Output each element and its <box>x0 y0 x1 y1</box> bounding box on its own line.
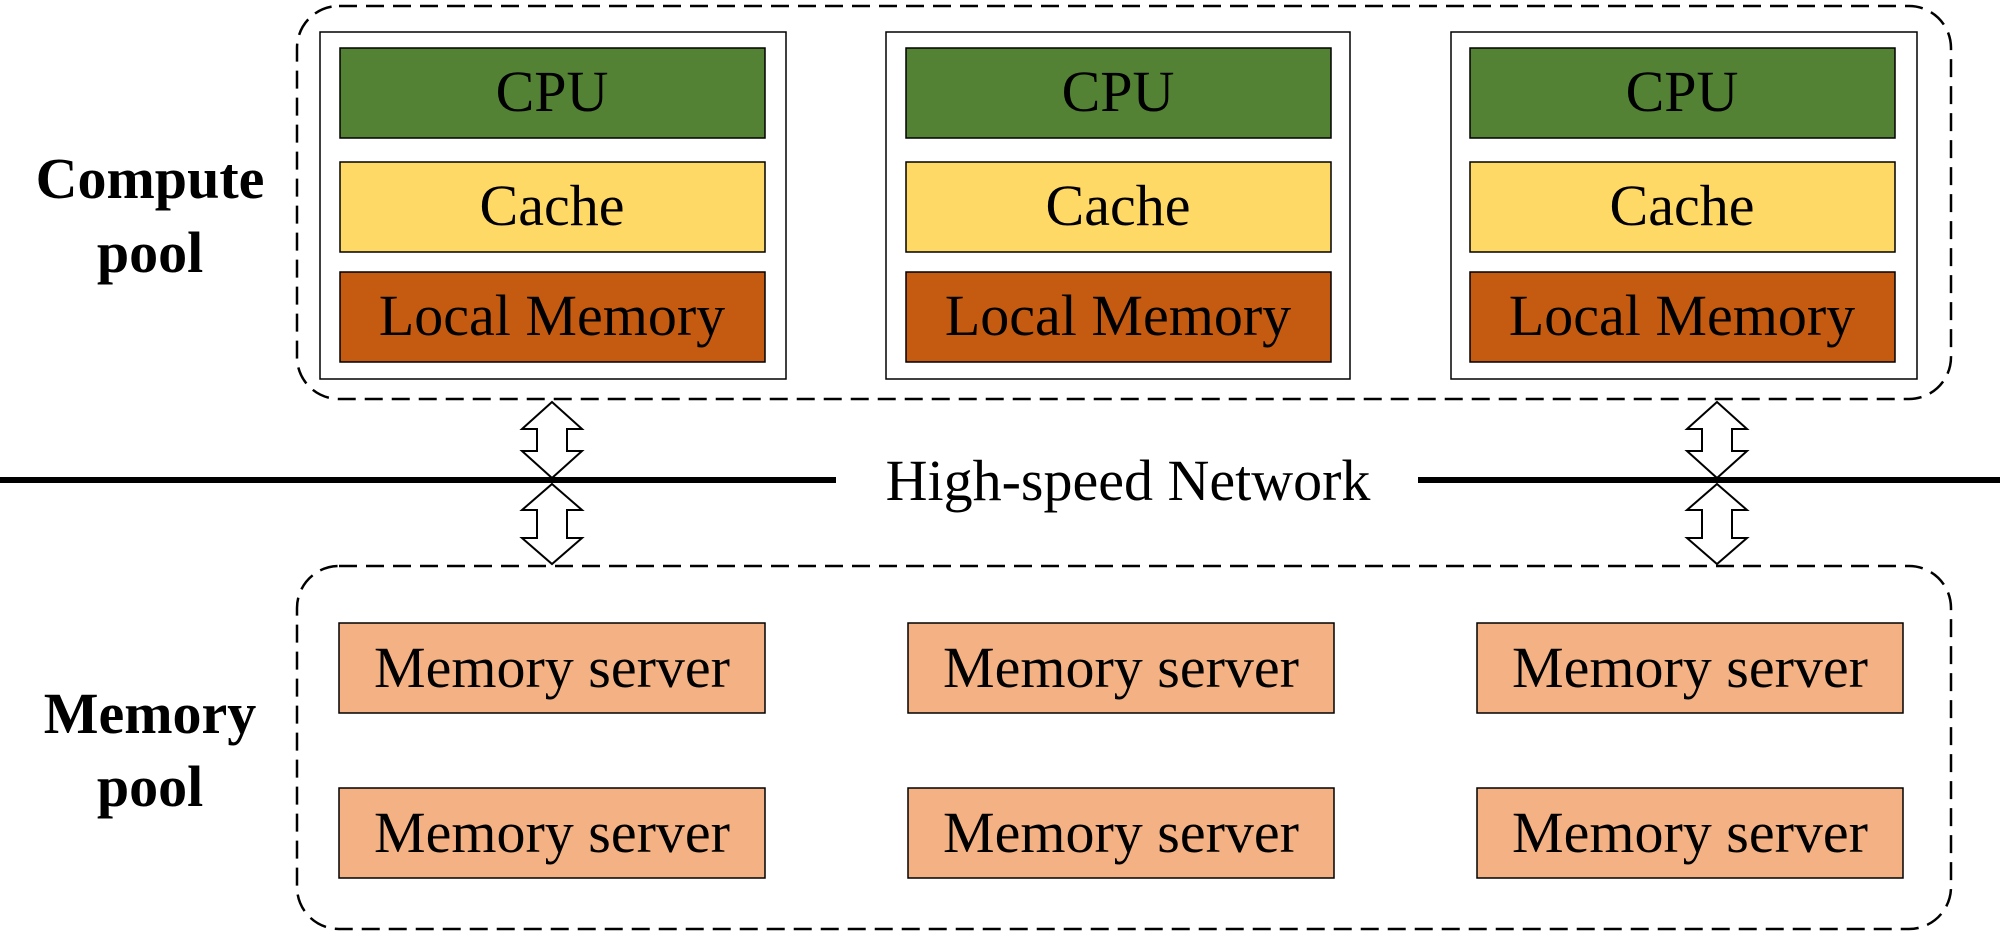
double-arrow-icon <box>1684 482 1750 566</box>
compute-node: CPU Cache Local Memory <box>885 31 1351 380</box>
memory-server-label: Memory server <box>1512 635 1868 700</box>
memory-server: Memory server <box>1476 787 1904 879</box>
compute-node: CPU Cache Local Memory <box>319 31 787 380</box>
memory-pool-label-line2: pool <box>97 754 203 819</box>
memory-server: Memory server <box>907 787 1335 879</box>
double-arrow-icon <box>519 482 585 566</box>
memory-server-label: Memory server <box>943 800 1299 865</box>
cache-block <box>905 161 1332 253</box>
double-arrow-icon <box>519 400 585 480</box>
cpu-label: CPU <box>1062 59 1175 124</box>
memory-pool-boundary <box>295 564 1953 931</box>
local-memory-label: Local Memory <box>1509 283 1855 348</box>
network-label: High-speed Network <box>886 448 1371 513</box>
cache-label: Cache <box>1046 173 1191 238</box>
memory-server-box <box>907 787 1335 879</box>
memory-server-box <box>338 787 766 879</box>
memory-server: Memory server <box>907 622 1335 714</box>
compute-pool-boundary <box>295 4 1953 401</box>
local-memory-block <box>1469 271 1896 363</box>
memory-pool-label-line1: Memory <box>44 681 257 746</box>
cache-label: Cache <box>1610 173 1755 238</box>
local-memory-block <box>905 271 1332 363</box>
cpu-label: CPU <box>1626 59 1739 124</box>
cpu-label: CPU <box>496 59 609 124</box>
compute-pool-label-line1: Compute <box>36 146 265 211</box>
memory-server-box <box>907 622 1335 714</box>
memory-server: Memory server <box>338 787 766 879</box>
memory-server: Memory server <box>338 622 766 714</box>
compute-pool-label-line2: pool <box>97 220 203 285</box>
local-memory-label: Local Memory <box>945 283 1291 348</box>
cache-block <box>339 161 766 253</box>
compute-node: CPU Cache Local Memory <box>1450 31 1918 380</box>
cache-block <box>1469 161 1896 253</box>
cpu-block <box>1469 47 1896 139</box>
memory-server-box <box>1476 622 1904 714</box>
cpu-block <box>339 47 766 139</box>
memory-server-label: Memory server <box>374 800 730 865</box>
memory-server-label: Memory server <box>374 635 730 700</box>
memory-server-label: Memory server <box>1512 800 1868 865</box>
memory-server: Memory server <box>1476 622 1904 714</box>
local-memory-label: Local Memory <box>379 283 725 348</box>
cpu-block <box>905 47 1332 139</box>
memory-server-box <box>1476 787 1904 879</box>
local-memory-block <box>339 271 766 363</box>
double-arrow-icon <box>1684 400 1750 480</box>
memory-server-label: Memory server <box>943 635 1299 700</box>
cache-label: Cache <box>480 173 625 238</box>
memory-server-box <box>338 622 766 714</box>
